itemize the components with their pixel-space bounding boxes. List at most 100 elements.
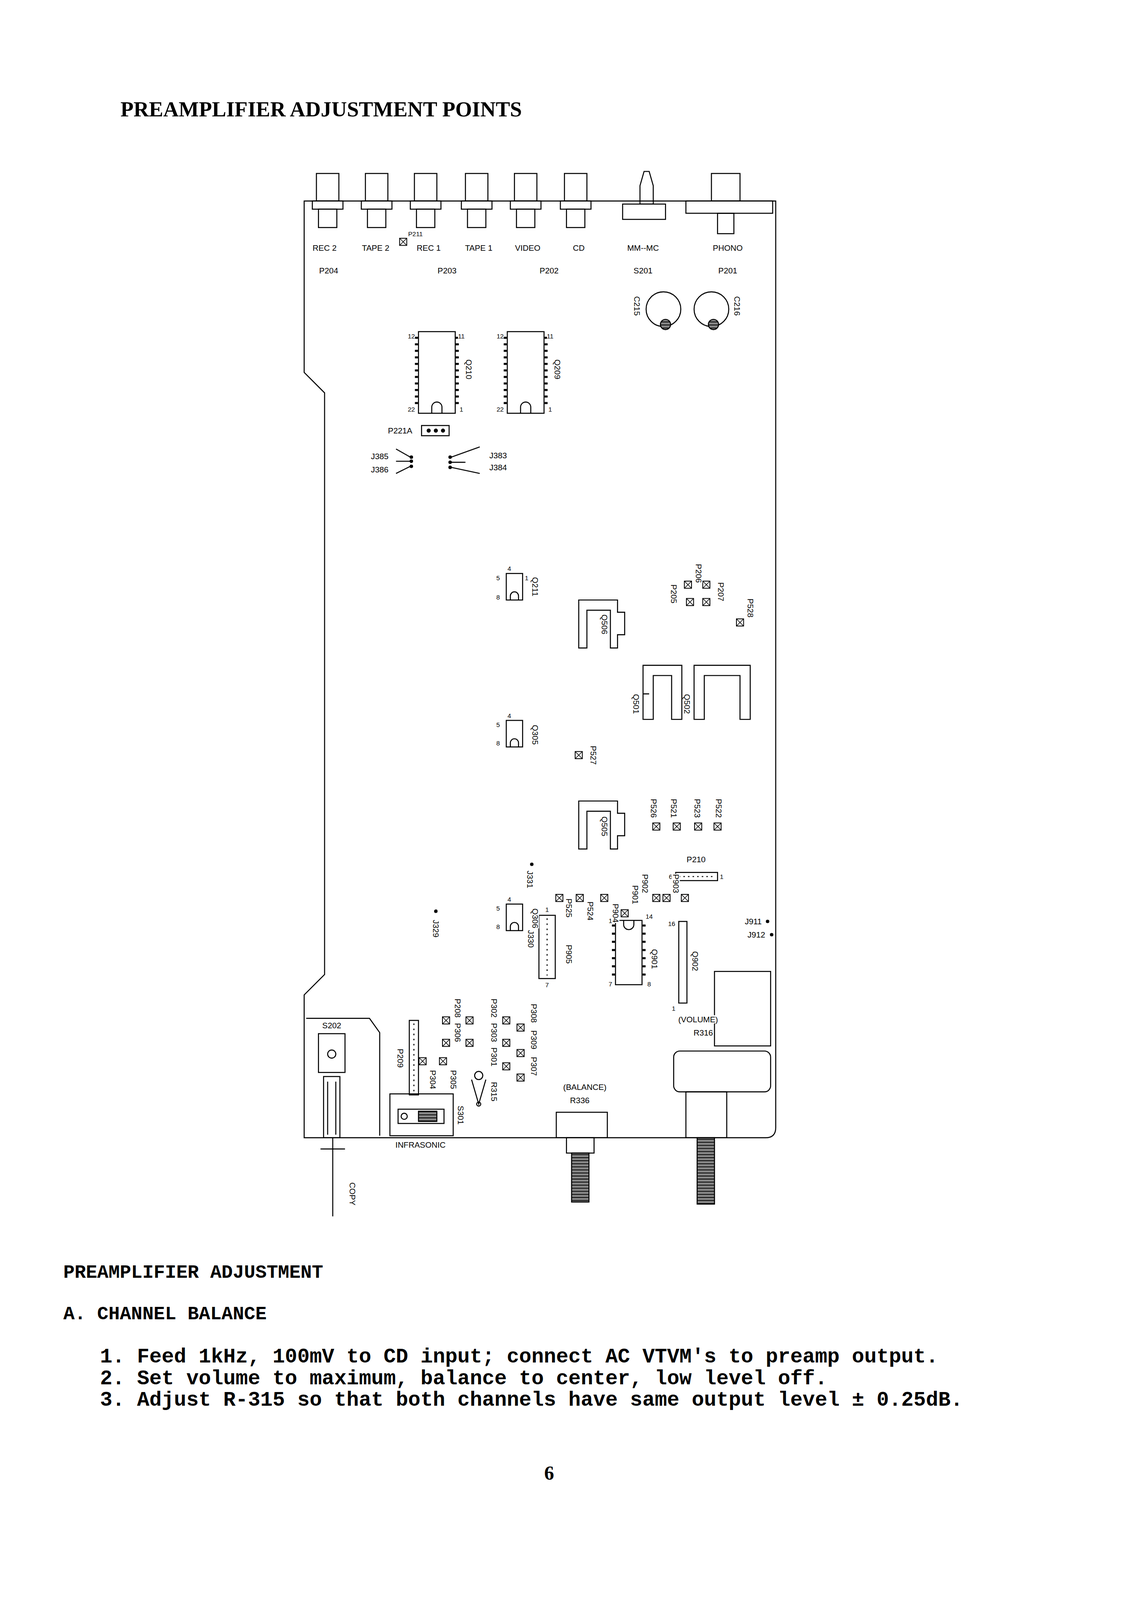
part-label: Q506 bbox=[600, 614, 609, 635]
transistor-heatsink bbox=[578, 599, 625, 648]
copy-switch bbox=[327, 1050, 336, 1059]
slide-switch bbox=[622, 204, 666, 220]
part-label: Q505 bbox=[600, 816, 609, 837]
part-label: P221A bbox=[387, 426, 413, 435]
part-label: Q209 bbox=[553, 359, 562, 380]
pin-number: 16 bbox=[667, 920, 676, 927]
infrasonic-switch bbox=[389, 1093, 454, 1136]
connector-header bbox=[678, 875, 715, 877]
pin-number: 14 bbox=[645, 913, 654, 920]
phono-jack bbox=[717, 213, 734, 234]
test-point bbox=[516, 1074, 525, 1082]
rca-jack bbox=[514, 173, 537, 201]
rca-jack bbox=[316, 173, 339, 201]
part-label: Q501 bbox=[632, 693, 641, 715]
part-label: Q902 bbox=[691, 950, 700, 972]
page-number: 6 bbox=[544, 1463, 555, 1484]
test-point bbox=[442, 1039, 450, 1047]
pin-number: 4 bbox=[507, 565, 511, 572]
rca-jack bbox=[467, 209, 486, 228]
part-label: Q210 bbox=[464, 359, 473, 380]
part-label: Q305 bbox=[530, 724, 539, 746]
connector-header bbox=[413, 1023, 415, 1093]
rca-jack bbox=[465, 173, 488, 201]
connector-header bbox=[427, 429, 431, 433]
test-point bbox=[439, 1057, 447, 1066]
test-point bbox=[662, 894, 671, 902]
connector-header bbox=[421, 425, 449, 436]
part-label: P525 bbox=[564, 898, 573, 918]
copy-switch bbox=[306, 1018, 380, 1136]
trimmer-symbol bbox=[471, 1079, 486, 1105]
part-label: Q306 bbox=[530, 908, 539, 929]
ic-package bbox=[507, 331, 544, 414]
rca-jack bbox=[367, 209, 386, 228]
pin-number: 1 bbox=[548, 406, 552, 413]
part-label: (VOLUME) bbox=[677, 1015, 719, 1024]
part-label: P303 bbox=[489, 1022, 499, 1043]
part-label: P524 bbox=[585, 901, 594, 921]
transistor-heatsink bbox=[643, 665, 683, 720]
test-point bbox=[702, 598, 710, 606]
jumper-symbol bbox=[448, 460, 452, 464]
part-label: J386 bbox=[370, 465, 389, 474]
part-label: J329 bbox=[431, 919, 440, 938]
rca-jack bbox=[312, 201, 344, 210]
balance-pot bbox=[571, 1153, 590, 1203]
pin-number: 5 bbox=[496, 905, 500, 912]
test-point bbox=[399, 238, 407, 246]
capacitor-symbol bbox=[660, 319, 671, 330]
jumper-symbol bbox=[395, 448, 410, 474]
part-label: P901 bbox=[630, 884, 639, 905]
part-label: P202 bbox=[539, 266, 559, 275]
ic-package bbox=[510, 922, 519, 931]
ic-package bbox=[510, 738, 519, 747]
copy-switch bbox=[323, 1076, 340, 1138]
connector-header bbox=[441, 429, 445, 433]
section-heading: PREAMPLIFIER ADJUSTMENT bbox=[63, 1263, 324, 1283]
part-label: R315 bbox=[489, 1081, 499, 1102]
connector-header bbox=[538, 915, 556, 979]
ic-package bbox=[455, 336, 459, 409]
part-label: Q211 bbox=[530, 576, 539, 597]
test-point bbox=[466, 1039, 474, 1047]
part-label: R336 bbox=[569, 1095, 590, 1105]
test-point bbox=[620, 909, 629, 918]
pin-number: 1 bbox=[459, 406, 464, 413]
part-label: P207 bbox=[716, 581, 725, 602]
rca-jack bbox=[410, 201, 442, 210]
jumper-symbol bbox=[451, 446, 480, 474]
test-point bbox=[684, 581, 692, 589]
part-label: P306 bbox=[453, 1022, 462, 1043]
infrasonic-switch bbox=[418, 1111, 437, 1122]
rca-jack bbox=[361, 201, 392, 210]
jumper-symbol bbox=[409, 465, 413, 468]
pcb-illustration bbox=[304, 171, 776, 1217]
part-label: J912 bbox=[747, 930, 766, 939]
ic-package bbox=[615, 920, 642, 985]
part-label: TAPE 1 bbox=[464, 243, 493, 253]
part-label: P905 bbox=[564, 944, 573, 964]
pin-number: 7 bbox=[608, 980, 612, 987]
test-point bbox=[399, 238, 744, 1082]
pin-number: 4 bbox=[507, 712, 511, 719]
ic-package bbox=[431, 402, 443, 414]
phono-jack bbox=[685, 173, 773, 234]
pin-number: 4 bbox=[507, 895, 511, 903]
rca-jack bbox=[312, 173, 591, 228]
part-label: P307 bbox=[529, 1056, 538, 1077]
pin-number: 12 bbox=[496, 332, 504, 339]
trimmer-symbol bbox=[471, 1071, 486, 1107]
transistor-heatsink bbox=[578, 801, 625, 850]
part-label: CD bbox=[572, 243, 585, 253]
part-label: S301 bbox=[456, 1105, 465, 1126]
trimmer-symbol bbox=[476, 1101, 481, 1107]
test-point bbox=[736, 618, 744, 627]
test-point bbox=[600, 894, 609, 902]
volume-pot bbox=[685, 1091, 727, 1138]
jumper-symbol bbox=[409, 460, 413, 463]
rca-jack bbox=[566, 209, 585, 228]
part-label: P522 bbox=[714, 798, 723, 818]
ic-package bbox=[520, 402, 531, 414]
part-label: P201 bbox=[717, 266, 738, 275]
